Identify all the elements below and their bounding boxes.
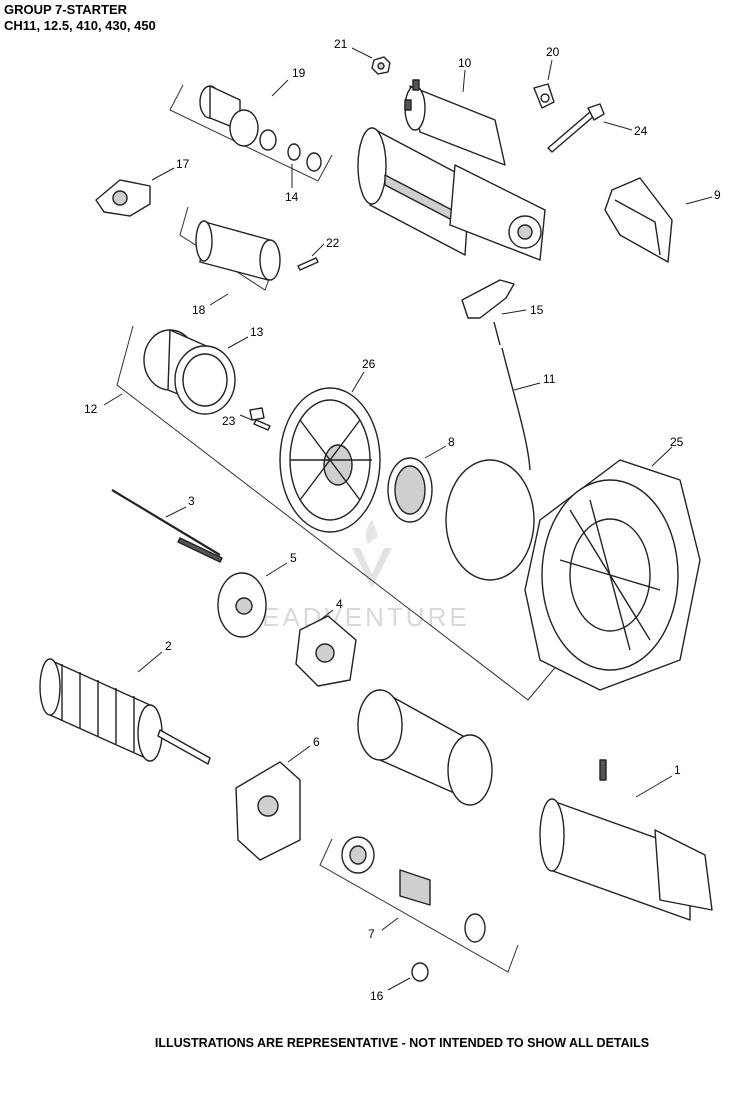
leader-13: [227, 336, 249, 349]
callout-5: 5: [290, 551, 297, 565]
leader-26: [351, 371, 365, 393]
part-8-spring: [387, 457, 433, 523]
leader-11: [513, 382, 541, 391]
leader-17: [151, 167, 175, 181]
leader-18: [209, 293, 229, 306]
part-4-brush-holder: [295, 615, 357, 687]
leader-23: [239, 414, 253, 421]
callout-19: 19: [292, 66, 306, 80]
callout-18: 18: [192, 303, 206, 317]
part-11-rope: [501, 347, 531, 471]
leader-8: [424, 445, 447, 459]
callout-10: 10: [458, 56, 472, 70]
leader-1: [635, 775, 673, 798]
leader-12: [103, 393, 123, 406]
callout-13: 13: [250, 325, 264, 339]
callout-20: 20: [546, 45, 560, 59]
leader-21: [351, 47, 373, 59]
callout-labels: 1 2 3 4 5 6 7 8 9 10 11 12 13 14 15 16 1…: [84, 37, 721, 1003]
callout-12: 12: [84, 402, 98, 416]
part-11-rope-coil: [445, 459, 535, 581]
callout-9: 9: [714, 188, 721, 202]
callout-1: 1: [674, 763, 681, 777]
callout-21: 21: [334, 37, 348, 51]
callout-25: 25: [670, 435, 684, 449]
leader-6: [287, 745, 311, 763]
part-20-clip: [533, 83, 555, 109]
bracket-assembly-7: [319, 838, 519, 973]
part-21-nut: [371, 56, 391, 75]
part-5-end-cap: [217, 572, 267, 638]
leader-10: [462, 69, 466, 93]
disclaimer-note: ILLUSTRATIONS ARE REPRESENTATIVE - NOT I…: [154, 1036, 650, 1050]
callout-23: 23: [222, 414, 236, 428]
leader-4: [319, 609, 334, 621]
leader-3: [165, 506, 187, 518]
part-17-brush-plate: [95, 179, 151, 217]
part-24-bolt: [547, 103, 605, 153]
bracket-assembly-12: [116, 325, 559, 701]
part-2-armature: [39, 658, 211, 765]
leader-9: [685, 196, 713, 205]
callout-17: 17: [176, 157, 190, 171]
part-10-starter-motor: [357, 79, 546, 261]
part-26-pulley: [279, 387, 381, 533]
leader-2: [137, 651, 163, 673]
part-18-solenoid: [195, 220, 281, 281]
page-title: GROUP 7-STARTER CH11, 12.5, 410, 430, 45…: [4, 2, 156, 34]
callout-8: 8: [448, 435, 455, 449]
part-1-starter-assembly: [539, 759, 713, 921]
callout-4: 4: [336, 597, 343, 611]
part-3-through-bolt: [111, 489, 223, 563]
part-23-bolt: [249, 407, 271, 431]
part-19-drive: [199, 85, 322, 172]
part-7-bearing-set: [341, 836, 486, 943]
callout-11: 11: [543, 372, 556, 386]
part-6-drive-end-bracket: [235, 761, 301, 861]
part-25-housing: [524, 459, 701, 691]
title-line-group: GROUP 7-STARTER: [4, 2, 128, 17]
callout-14: 14: [285, 190, 299, 204]
callout-26: 26: [362, 357, 376, 371]
part-16-bushing: [411, 962, 429, 982]
callout-24: 24: [634, 124, 648, 138]
part-9-shield: [604, 177, 673, 263]
part-15-handle: [461, 279, 515, 346]
part-22-screw: [297, 257, 319, 271]
title-line-models: CH11, 12.5, 410, 430, 450: [4, 18, 156, 33]
part-13-cup: [143, 329, 236, 415]
leader-15: [501, 309, 527, 315]
leader-25: [651, 446, 673, 467]
leader-7: [381, 917, 399, 931]
callout-7: 7: [368, 927, 375, 941]
leader-24: [603, 121, 633, 131]
callout-2: 2: [165, 639, 172, 653]
leader-19: [271, 79, 289, 97]
leader-5: [265, 562, 288, 577]
leader-20: [547, 59, 553, 81]
callout-15: 15: [530, 303, 544, 317]
callout-3: 3: [188, 494, 195, 508]
leader-22: [311, 243, 325, 257]
part-frame-sleeve: [357, 689, 493, 806]
leader-lines: [103, 47, 713, 991]
watermark-text: EADVENTURE: [262, 602, 470, 632]
callout-16: 16: [370, 989, 384, 1003]
callout-22: 22: [326, 236, 340, 250]
leader-16: [387, 977, 411, 991]
callout-6: 6: [313, 735, 320, 749]
